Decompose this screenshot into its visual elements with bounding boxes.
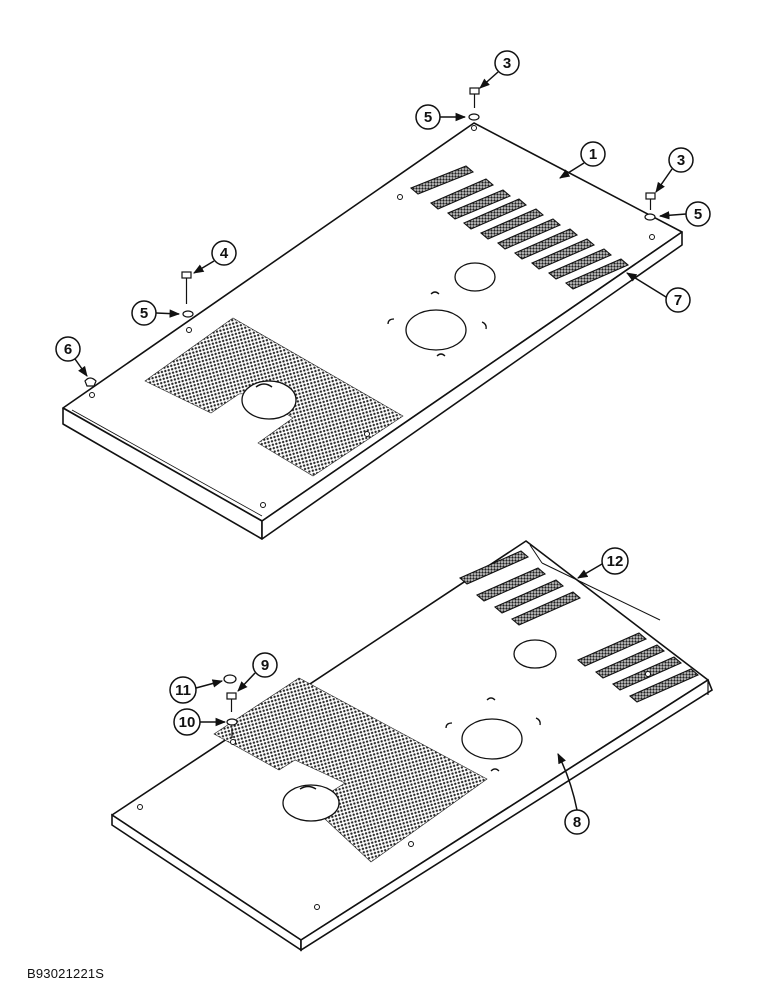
callout-8: 8 (557, 753, 590, 835)
callout-5-left: 5 (131, 300, 181, 326)
lower-louver-slots-right (576, 632, 700, 703)
lower-center-hole (461, 718, 523, 760)
lower-louver-slots-left (458, 550, 582, 626)
callout-9: 9 (237, 652, 278, 692)
washer-icon (644, 213, 656, 221)
svg-text:10: 10 (179, 714, 196, 731)
callout-3-top: 3 (479, 50, 520, 89)
upper-right-hole (454, 262, 496, 292)
washer-icon (468, 113, 480, 121)
upper-screen-hole (241, 380, 297, 420)
plug-icon (84, 377, 97, 387)
bolt-icon (181, 271, 192, 304)
washer-icon (182, 310, 194, 318)
figure-code-label: B93021221S (27, 966, 105, 981)
upper-fastener-holes (89, 125, 655, 508)
svg-text:6: 6 (64, 341, 72, 358)
svg-text:8: 8 (573, 814, 581, 831)
lower-fastener-holes (137, 671, 651, 910)
svg-text:5: 5 (694, 206, 702, 223)
svg-text:7: 7 (674, 292, 682, 309)
upper-center-hole (405, 309, 467, 351)
cap-icon (223, 674, 237, 684)
lower-screen-mesh (213, 677, 488, 863)
upper-louver-slots (409, 165, 630, 290)
upper-panel-side-edge (261, 231, 683, 540)
upper-cover-panel (62, 122, 683, 540)
lower-cover-panel (111, 540, 713, 952)
svg-text:9: 9 (261, 657, 269, 674)
bolt-icon (469, 87, 480, 108)
svg-text:3: 3 (677, 152, 685, 169)
svg-text:11: 11 (175, 682, 191, 699)
bolt-icon (226, 692, 237, 712)
callout-1: 1 (559, 141, 606, 179)
lower-screen-hole (282, 784, 340, 822)
callouts: 3 5 1 3 5 4 (55, 50, 711, 835)
upper-mount-slots (387, 291, 487, 357)
callout-5-right: 5 (658, 201, 711, 227)
svg-text:5: 5 (424, 109, 432, 126)
callout-11: 11 (169, 676, 224, 704)
svg-text:4: 4 (220, 245, 229, 262)
svg-text:1: 1 (589, 146, 597, 163)
callout-6: 6 (55, 336, 88, 377)
lower-panel-side-edge (300, 678, 713, 952)
bolt-icon (645, 192, 656, 210)
callout-10: 10 (173, 708, 227, 736)
callout-7: 7 (626, 272, 691, 313)
svg-text:12: 12 (607, 553, 624, 570)
lower-right-hole (513, 639, 557, 669)
upper-hardware (84, 87, 656, 387)
lower-mount-slots (445, 697, 541, 772)
svg-text:3: 3 (503, 55, 511, 72)
callout-12: 12 (577, 547, 629, 579)
callout-5-top: 5 (415, 104, 467, 130)
washer-icon (226, 718, 238, 726)
lower-hardware (223, 674, 238, 738)
callout-4: 4 (193, 240, 237, 274)
callout-3-right: 3 (655, 147, 694, 193)
svg-text:5: 5 (140, 305, 148, 322)
